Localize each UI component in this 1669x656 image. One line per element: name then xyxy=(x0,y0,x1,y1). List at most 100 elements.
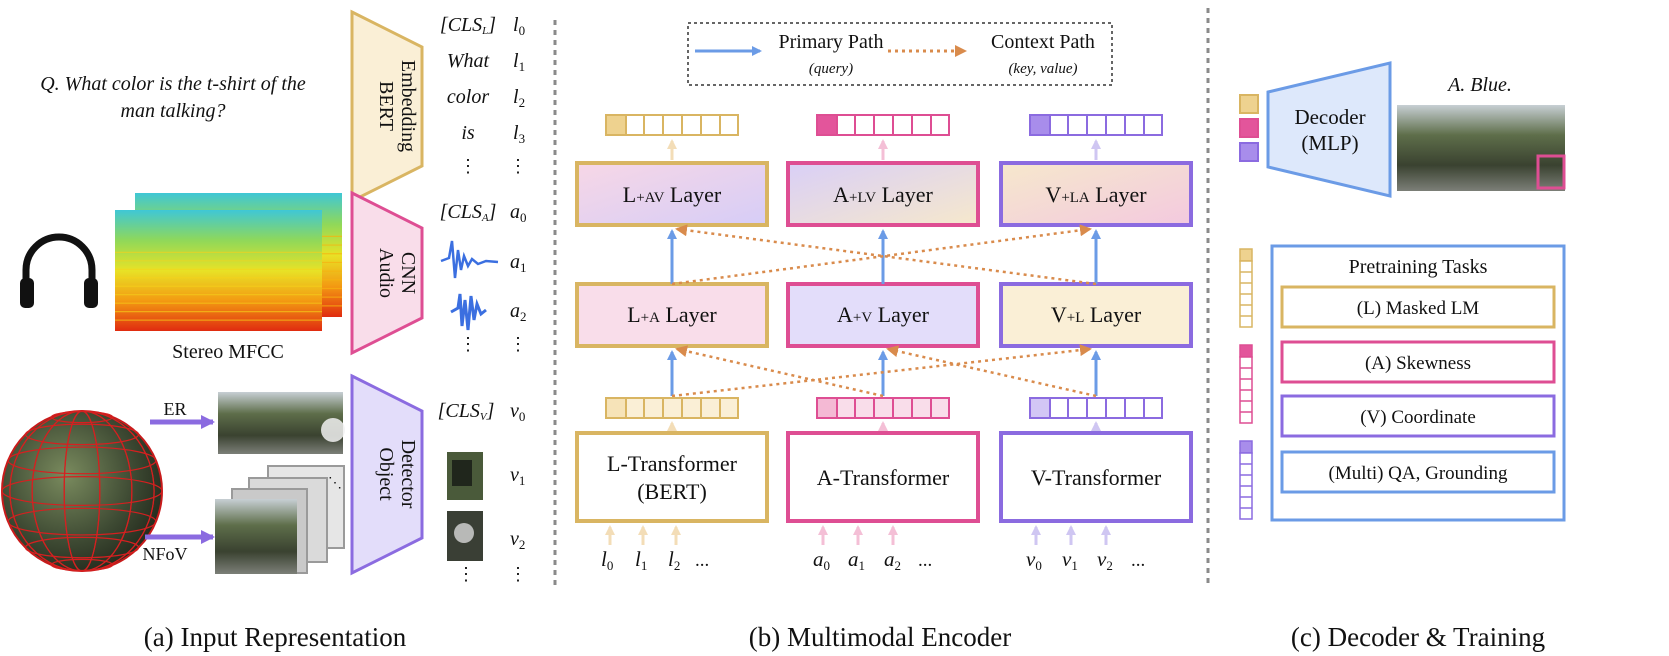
context-arrow-l-to-v-mid xyxy=(671,344,1092,398)
panorama-globe xyxy=(1,410,163,572)
input-arrows-a xyxy=(818,525,898,545)
context-arrow-l-to-v-top xyxy=(671,224,1092,286)
task-skewness-label: (A) Skewness xyxy=(1365,353,1471,374)
mid-token-strip-v xyxy=(1029,397,1163,419)
legend-context-label: Context Path xyxy=(991,31,1095,53)
input-a-dots: ... xyxy=(918,550,932,571)
task-qa-grounding-label: (Multi) QA, Grounding xyxy=(1329,463,1508,484)
object-detector-block xyxy=(350,373,424,576)
layer-v-la xyxy=(999,161,1193,227)
task-coordinate xyxy=(1280,394,1556,438)
decoder-input-a xyxy=(1239,118,1259,138)
audio-waveform-2 xyxy=(450,293,487,331)
decoder-input-l xyxy=(1239,94,1259,114)
task-masked-lm xyxy=(1280,285,1556,329)
v-transformer xyxy=(999,431,1193,523)
caption-b: (b) Multimodal Encoder xyxy=(749,622,1011,652)
lang-id-1: l1 xyxy=(513,50,525,74)
input-arrows-l xyxy=(605,525,681,545)
layer-l-av xyxy=(575,161,769,227)
task-coordinate-label: (V) Coordinate xyxy=(1360,407,1476,428)
answer-label: A. Blue. xyxy=(1446,74,1512,96)
vision-crop-1-detail xyxy=(452,460,472,486)
task-tokens-v xyxy=(1239,440,1253,520)
output-token-strip-a xyxy=(816,114,950,136)
audio-cnn-label-2: CNN xyxy=(397,252,419,294)
lang-token-1: What xyxy=(447,50,490,72)
layer-a-v-label: A+V Layer xyxy=(837,302,930,327)
vision-id-0: v0 xyxy=(510,400,525,424)
decoder-label-2: (MLP) xyxy=(1301,131,1358,155)
input-a1: a1 xyxy=(848,547,865,573)
audio-waveform-1 xyxy=(440,240,499,279)
er-panorama-image xyxy=(218,392,343,454)
lang-id-0: l0 xyxy=(513,14,525,38)
layer-l-a xyxy=(575,282,769,348)
grounding-box xyxy=(1536,154,1566,190)
decoder-label-1: Decoder xyxy=(1294,105,1365,129)
caption-c: (c) Decoder & Training xyxy=(1291,622,1545,652)
input-l-dots: ... xyxy=(695,550,709,571)
context-arrow-a-to-l-mid xyxy=(675,345,884,398)
lang-id-vdots: ⋮ xyxy=(509,156,527,176)
object-detector-label-2: Detector xyxy=(397,440,419,509)
input-v2: v2 xyxy=(1097,547,1113,573)
vision-crop-2-detail xyxy=(454,523,474,543)
lang-id-3: l3 xyxy=(513,122,525,146)
a-transformer-label: A-Transformer xyxy=(817,465,950,490)
lang-token-3: is xyxy=(461,122,475,144)
vision-id-vdots: ⋮ xyxy=(509,564,527,584)
nfov-label: NFoV xyxy=(142,544,187,564)
layer-a-lv xyxy=(786,161,980,227)
mid-token-strip-l xyxy=(605,397,739,419)
l-transformer-label-1: L-Transformer xyxy=(607,451,738,476)
mid-token-strip-a xyxy=(816,397,950,419)
input-l1: l1 xyxy=(635,547,647,573)
task-tokens-l xyxy=(1239,248,1253,328)
question-line-1: Q. What color is the t-shirt of the xyxy=(40,73,306,95)
layer-a-lv-label: A+LV Layer xyxy=(833,182,933,207)
layer-v-l-label: V+L Layer xyxy=(1051,302,1142,327)
input-l0: l0 xyxy=(601,547,613,573)
mfcc-spectrogram-front xyxy=(115,210,322,331)
layer-v-la-label: V+LA Layer xyxy=(1045,182,1147,207)
audio-id-2: a2 xyxy=(510,300,527,324)
input-v-dots: ... xyxy=(1131,550,1145,571)
question-line-2: man talking? xyxy=(121,100,226,122)
layer-l-a-label: L+A Layer xyxy=(627,302,717,327)
task-masked-lm-label: (L) Masked LM xyxy=(1357,298,1480,319)
mfcc-label: Stereo MFCC xyxy=(172,341,284,363)
l-transformer xyxy=(575,431,769,523)
task-qa-grounding xyxy=(1280,450,1556,494)
audio-id-1: a1 xyxy=(510,251,527,275)
output-token-strip-l xyxy=(605,114,739,136)
task-tokens-a xyxy=(1239,344,1253,424)
legend-primary-sub: (query) xyxy=(809,61,853,77)
vision-token-vdots: ⋮ xyxy=(457,564,475,584)
input-v0: v0 xyxy=(1026,547,1042,573)
input-arrows-v xyxy=(1031,525,1111,545)
v-transformer-label: V-Transformer xyxy=(1031,465,1162,490)
decoder-mlp-block xyxy=(1266,61,1392,198)
legend-box xyxy=(687,22,1113,86)
input-l2: l2 xyxy=(668,547,680,573)
bert-embedding-block xyxy=(350,9,424,204)
headphones-icon xyxy=(20,233,98,308)
layer-l-av-label: L+AV Layer xyxy=(623,182,722,207)
grounding-panorama xyxy=(1397,105,1565,191)
decoder-input-v xyxy=(1239,142,1259,162)
audio-cnn-label-1: Audio xyxy=(375,248,397,298)
vision-id-1: v1 xyxy=(510,464,525,488)
l-transformer-label-2: (BERT) xyxy=(637,479,707,504)
nfov-frame-front xyxy=(215,499,297,574)
lang-token-2: color xyxy=(447,86,489,108)
input-a0: a0 xyxy=(813,547,830,573)
object-detector-label-1: Object xyxy=(375,447,397,501)
panel-b: Primary Path (query) Context Path (key, … xyxy=(575,22,1193,652)
bert-label-2: Embedding xyxy=(397,60,419,152)
context-arrow-v-to-l-top xyxy=(675,224,1097,286)
er-label: ER xyxy=(163,399,186,419)
legend-context-sub: (key, value) xyxy=(1008,61,1077,77)
audio-cnn-block xyxy=(350,190,424,356)
